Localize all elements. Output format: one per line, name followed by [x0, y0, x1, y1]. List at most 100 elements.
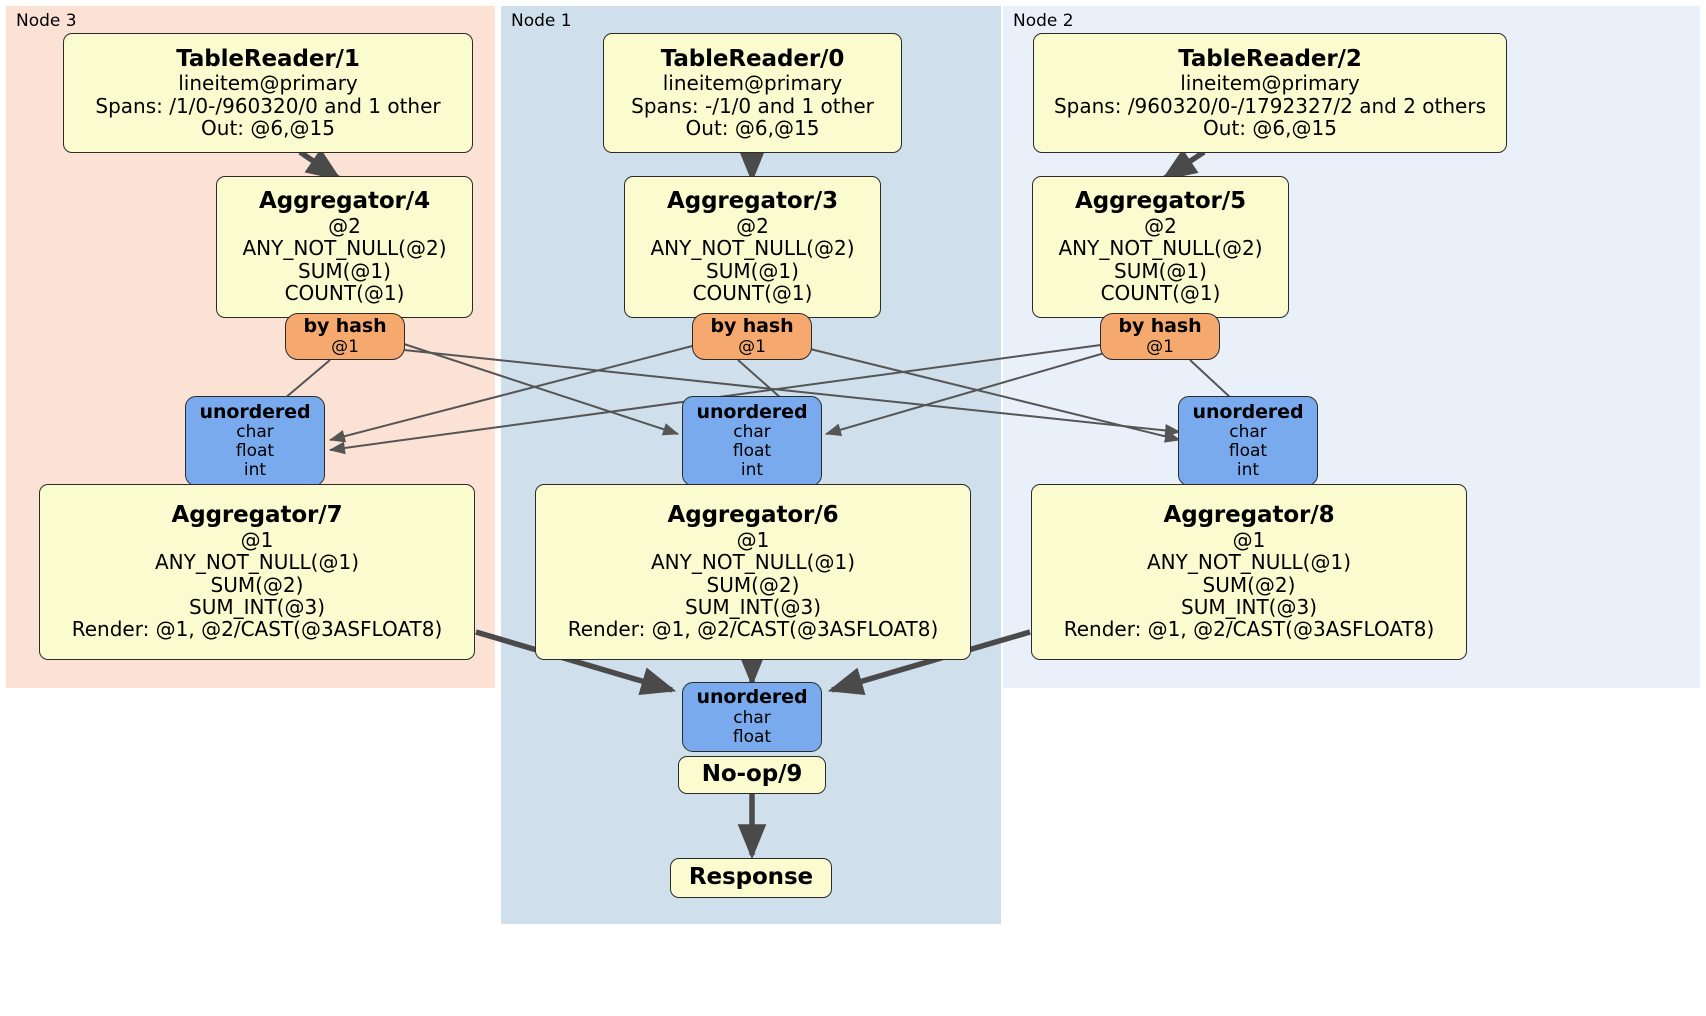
box-line-groupcols: @2: [1144, 214, 1177, 239]
box-title: No-op/9: [701, 761, 803, 788]
box-line-agg-0: ANY_NOT_NULL(@2): [650, 236, 855, 261]
box-title: unordered: [1192, 400, 1304, 423]
box-aggregator-6[interactable]: Aggregator/6 @1 ANY_NOT_NULL(@1) SUM(@2)…: [535, 484, 971, 660]
box-title: Aggregator/8: [1163, 502, 1335, 529]
box-by-hash-left[interactable]: by hash @1: [285, 313, 405, 360]
box-line-type-0: char: [1229, 422, 1267, 443]
box-line-type-2: int: [243, 460, 267, 481]
box-line-agg-2: SUM_INT(@3): [189, 595, 325, 620]
box-line-groupcols: @1: [1232, 527, 1266, 552]
box-line-agg-0: ANY_NOT_NULL(@1): [155, 550, 359, 575]
box-line-out: Out: @6,@15: [1203, 116, 1337, 141]
box-title: by hash: [710, 315, 794, 338]
box-line-agg-1: SUM(@2): [210, 572, 304, 597]
edge-byhash-mid-to-unordered-mid: [737, 359, 783, 400]
box-line-agg-2: COUNT(@1): [1100, 281, 1221, 306]
edge-tablereader2-aggregator5: [1161, 149, 1206, 181]
box-line-spans: Spans: /960320/0-/1792327/2 and 2 others: [1053, 93, 1486, 118]
edge-byhash-mid-to-unordered-left: [329, 343, 701, 443]
box-title: Aggregator/3: [667, 188, 838, 215]
box-line-out: Out: @6,@15: [201, 116, 335, 141]
box-line-agg-1: SUM(@1): [298, 258, 391, 283]
edge-byhash-left-to-unordered-mid: [403, 343, 679, 436]
box-table-reader-1[interactable]: TableReader/1 lineitem@primary Spans: /1…: [63, 33, 473, 153]
box-line-type-0: char: [733, 422, 771, 443]
box-aggregator-5[interactable]: Aggregator/5 @2 ANY_NOT_NULL(@2) SUM(@1)…: [1032, 176, 1289, 318]
edge-byhash-left-to-unordered-right: [403, 349, 1181, 437]
edge-byhash-left-to-unordered-left: [283, 359, 331, 400]
box-title: unordered: [696, 686, 808, 709]
box-line-table: lineitem@primary: [662, 71, 843, 96]
box-unordered-mid[interactable]: unordered char float int: [682, 396, 822, 486]
box-title: TableReader/2: [1178, 45, 1362, 72]
box-line-groupcols: @1: [736, 527, 770, 552]
box-unordered-right[interactable]: unordered char float int: [1178, 396, 1318, 486]
box-line-type-1: float: [732, 726, 772, 747]
node-panel-label-node-3: Node 3: [16, 11, 77, 31]
box-line-spans: Spans: -/1/0 and 1 other: [631, 93, 874, 118]
box-line-hashcol: @1: [738, 336, 766, 357]
box-title: TableReader/1: [176, 45, 360, 72]
node-panel-label-node-2: Node 2: [1013, 11, 1074, 31]
box-line-agg-0: ANY_NOT_NULL(@2): [242, 236, 447, 261]
box-line-agg-0: ANY_NOT_NULL(@2): [1058, 236, 1263, 261]
box-line-table: lineitem@primary: [1180, 71, 1360, 96]
box-line-render: Render: @1, @2/CAST(@3ASFLOAT8): [1063, 617, 1435, 642]
box-title: TableReader/0: [660, 45, 845, 72]
box-by-hash-mid[interactable]: by hash @1: [692, 313, 812, 360]
box-by-hash-right[interactable]: by hash @1: [1100, 313, 1220, 360]
box-title: unordered: [696, 400, 808, 423]
box-line-type-1: float: [235, 441, 275, 462]
box-aggregator-3[interactable]: Aggregator/3 @2 ANY_NOT_NULL(@2) SUM(@1)…: [624, 176, 881, 318]
box-line-render: Render: @1, @2/CAST(@3ASFLOAT8): [567, 617, 939, 642]
box-title: Aggregator/5: [1075, 188, 1246, 215]
box-line-type-2: int: [740, 460, 764, 481]
box-line-agg-1: SUM(@2): [706, 572, 800, 597]
box-line-type-0: char: [733, 707, 771, 728]
edge-byhash-right-to-unordered-mid: [825, 351, 1109, 436]
box-aggregator-7[interactable]: Aggregator/7 @1 ANY_NOT_NULL(@1) SUM(@2)…: [39, 484, 475, 660]
edge-byhash-mid-to-unordered-right: [805, 347, 1181, 443]
box-title: by hash: [303, 315, 387, 338]
box-line-agg-0: ANY_NOT_NULL(@1): [1147, 550, 1351, 575]
box-line-agg-2: COUNT(@1): [692, 281, 813, 306]
box-line-agg-1: SUM(@1): [1114, 258, 1207, 283]
box-line-type-0: char: [236, 422, 274, 443]
box-title: Aggregator/4: [259, 188, 430, 215]
box-line-type-2: int: [1236, 460, 1260, 481]
box-line-groupcols: @1: [240, 527, 274, 552]
node-panel-label-node-1: Node 1: [511, 11, 572, 31]
box-line-agg-0: ANY_NOT_NULL(@1): [651, 550, 855, 575]
box-line-agg-2: COUNT(@1): [284, 281, 405, 306]
box-line-render: Render: @1, @2/CAST(@3ASFLOAT8): [71, 617, 443, 642]
box-table-reader-2[interactable]: TableReader/2 lineitem@primary Spans: /9…: [1033, 33, 1507, 153]
edge-aggregator7-to-unordered-final: [475, 629, 677, 695]
box-line-spans: Spans: /1/0-/960320/0 and 1 other: [95, 93, 441, 118]
edge-aggregator8-to-unordered-final: [827, 629, 1031, 696]
box-title: Response: [688, 864, 814, 891]
box-line-agg-2: SUM_INT(@3): [1181, 595, 1317, 620]
box-response[interactable]: Response: [670, 858, 832, 898]
edge-tablereader1-aggregator4: [298, 148, 342, 181]
box-line-out: Out: @6,@15: [685, 116, 820, 141]
box-aggregator-4[interactable]: Aggregator/4 @2 ANY_NOT_NULL(@2) SUM(@1)…: [216, 176, 473, 318]
box-line-groupcols: @2: [736, 214, 769, 239]
box-line-table: lineitem@primary: [178, 71, 358, 96]
box-line-hashcol: @1: [331, 336, 359, 357]
box-line-agg-2: SUM_INT(@3): [685, 595, 821, 620]
box-line-agg-1: SUM(@1): [706, 258, 799, 283]
box-title: Aggregator/6: [667, 502, 839, 529]
box-no-op-9[interactable]: No-op/9: [678, 756, 826, 794]
box-unordered-final[interactable]: unordered char float: [682, 682, 822, 752]
box-line-hashcol: @1: [1146, 336, 1174, 357]
box-table-reader-0[interactable]: TableReader/0 lineitem@primary Spans: -/…: [603, 33, 902, 153]
box-unordered-left[interactable]: unordered char float int: [185, 396, 325, 486]
box-line-agg-1: SUM(@2): [1202, 572, 1296, 597]
box-line-type-1: float: [1228, 441, 1268, 462]
box-line-groupcols: @2: [328, 214, 361, 239]
edge-byhash-right-to-unordered-right: [1189, 359, 1233, 400]
box-title: by hash: [1118, 315, 1202, 338]
box-title: unordered: [199, 400, 311, 423]
box-aggregator-8[interactable]: Aggregator/8 @1 ANY_NOT_NULL(@1) SUM(@2)…: [1031, 484, 1467, 660]
